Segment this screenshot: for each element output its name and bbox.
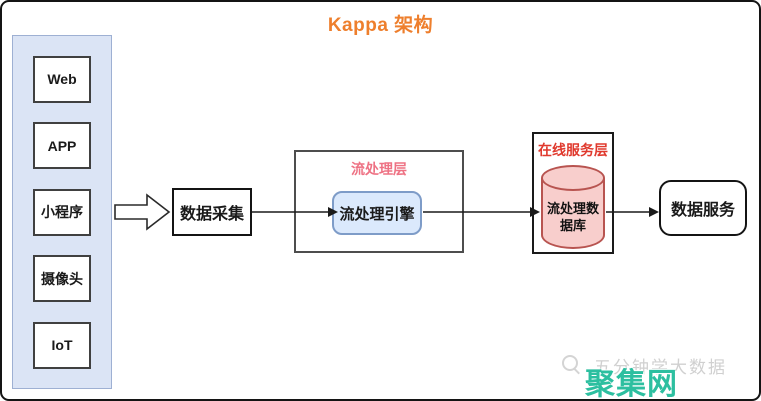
serving-layer-label: 在线服务层 [538,142,608,158]
stream-database-node: 流处理数据库 [541,165,605,249]
arrowhead-service [649,207,659,217]
diagram-title: Kappa 架构 [327,15,434,36]
watermark-logo: 聚集网 [585,368,678,401]
source-node-app: APP [33,122,91,169]
stream-database-label: 流处理数据库 [546,201,599,233]
stream-processing-layer: 流处理层 [294,150,464,253]
stream-engine-node: 流处理引擎 [332,191,422,235]
data-sources-group: Web APP 小程序 摄像头 IoT [12,35,112,389]
data-collection-node: 数据采集 [172,188,252,236]
source-node-miniprogram: 小程序 [33,188,91,236]
data-service-node: 数据服务 [659,180,747,236]
magnifier-icon [562,355,578,371]
source-node-camera: 摄像头 [33,255,91,302]
watermark-text: 五分钟学大数据 [594,358,727,377]
block-arrow [114,193,171,231]
source-node-iot: IoT [33,321,91,369]
source-node-web: Web [33,55,91,103]
database-cylinder-top [541,165,605,191]
stream-layer-label: 流处理层 [351,161,407,177]
